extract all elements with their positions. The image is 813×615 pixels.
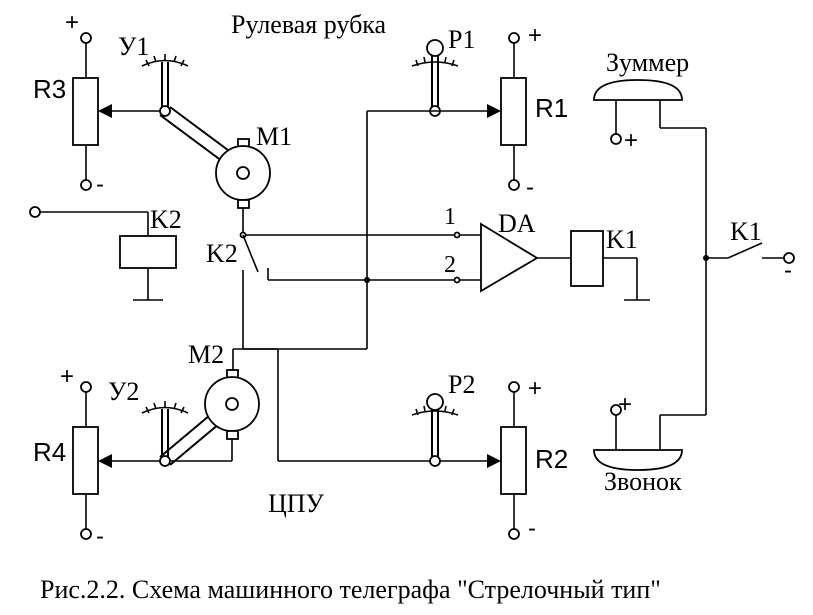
r2-minus-sign: - [528,515,536,542]
wheelhouse-label: Рулевая рубка [231,10,387,39]
interconnect-wiring [233,111,370,350]
k1-coil-label: K1 [606,225,638,254]
r4-minus-sign: - [96,523,104,550]
r3-label: R3 [33,74,66,104]
r2-label: R2 [535,444,568,474]
p1-label: P1 [448,25,475,54]
buzzer [593,79,706,145]
r4-potentiometer [72,381,165,540]
m1-motor [159,106,271,235]
k2-contact-label: K2 [206,239,238,268]
k2-relay [29,206,177,301]
u2-indicator [141,401,189,467]
k1-contact [703,128,795,415]
da-label: DA [498,209,536,238]
buzzer-plus-sign: + [624,127,638,154]
k1-relay-coil [570,230,650,301]
k1-contact-label: K1 [730,217,762,246]
figure-caption: Рис.2.2. Схема машинного телеграфа "Стре… [40,575,661,604]
control-post-label: ЦПУ [268,489,325,518]
m1-label: M1 [256,122,292,151]
buzzer-label: Зуммер [606,48,689,77]
da-input-2-label: 2 [444,252,456,278]
k2-contact [239,231,457,349]
r3-potentiometer [72,32,165,191]
r2-plus-sign: + [528,375,542,402]
r2-potentiometer [487,381,527,540]
r3-plus-sign: + [65,9,79,36]
k2-coil-label: K2 [150,205,182,234]
r1-label: R1 [535,93,568,123]
p2-handle [243,348,487,467]
m2-label: M2 [188,340,224,369]
r1-potentiometer [367,32,527,191]
u1-indicator [141,54,189,117]
r3-minus-sign: - [96,171,104,198]
r1-minus-sign: - [526,174,534,201]
p2-label: P2 [448,370,475,399]
p1-handle [411,39,459,117]
r1-plus-sign: + [528,22,542,49]
bell-label: Звонок [604,467,682,496]
u1-label: У1 [118,32,149,61]
bell [593,404,706,471]
r4-plus-sign: + [60,363,74,390]
da-input-1-label: 1 [444,204,456,230]
k1-minus-sign: - [784,257,792,284]
da-amplifier [453,222,571,293]
u2-label: У2 [108,377,139,406]
m2-motor [159,349,260,466]
bell-plus-sign: + [618,391,632,418]
r4-label: R4 [33,437,66,467]
